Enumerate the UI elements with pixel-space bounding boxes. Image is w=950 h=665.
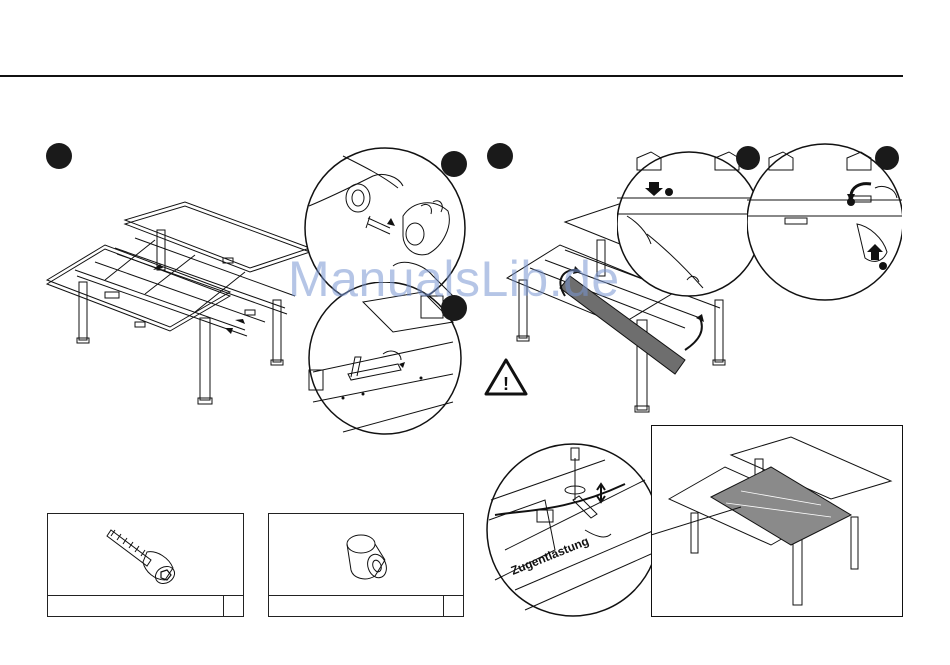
step-marker-right [487, 143, 513, 169]
detail-circle-push-down [617, 140, 762, 310]
warning-triangle-icon: ! [483, 357, 529, 397]
detail-circle-strain-relief: Zugentlastung [485, 440, 665, 620]
part-box-sleeve-footer [269, 595, 463, 616]
step-marker-left [46, 143, 72, 169]
part-qty-cell [443, 596, 463, 616]
detail-marker-a [441, 151, 467, 177]
overview-panel-illustration [651, 425, 903, 617]
part-box-screw-footer [48, 595, 243, 616]
part-box-sleeve [268, 513, 464, 617]
header-rule [0, 75, 903, 77]
spacer-sleeve-icon [341, 530, 391, 586]
watermark-text: ManualsLib.de [288, 250, 620, 308]
part-box-screw [47, 513, 244, 617]
part-qty-cell [223, 596, 243, 616]
svg-text:!: ! [503, 374, 509, 394]
detail-circle-push-up [747, 140, 902, 305]
table-frame-illustration [45, 200, 315, 415]
detail-marker-d [875, 146, 899, 170]
socket-head-screw-icon [103, 520, 193, 592]
